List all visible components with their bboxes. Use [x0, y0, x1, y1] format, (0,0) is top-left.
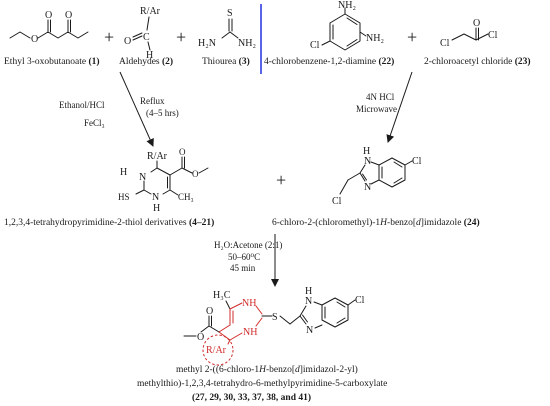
thiourea-nh2-right: NH₂ — [238, 38, 256, 49]
reaction-arrow-2 — [386, 71, 413, 143]
thiourea-sulfur: S — [227, 8, 233, 19]
step2-acid: 4N HCl — [366, 92, 395, 102]
ester-oxygen: O — [31, 34, 38, 45]
thiourea-structure: S H₂N NH₂ — [198, 8, 256, 49]
product-substituent: R/Ar — [206, 345, 227, 356]
product-bzi-n1: N — [305, 296, 312, 307]
plus-sign-3: + — [407, 27, 417, 47]
bzi-nh-h: H — [363, 146, 370, 157]
product-sulfur: S — [272, 312, 278, 323]
product-bzi-n3: N — [306, 325, 313, 336]
step2-energy: Microwave — [356, 104, 397, 114]
ethyl-acetoacetate-label: Ethyl 3-oxobutanoate (1) — [4, 56, 100, 67]
ester-carbonyl-oxygen: O — [45, 10, 52, 21]
thiol-ester-carbonyl-o: O — [179, 147, 186, 157]
benzimidazole-intermediate-structure: N H N Cl Cl — [332, 146, 422, 207]
ketone-oxygen: O — [65, 10, 72, 21]
chloroacetyl-oxygen: O — [473, 18, 480, 29]
product-nh-top: NH — [242, 298, 256, 309]
step3-solvent: H₂O:Acetone (2:1) — [214, 240, 282, 250]
aldehyde-carbon: C — [143, 32, 150, 43]
product-h3c: H₃C — [213, 290, 231, 301]
reaction-arrow-1 — [119, 71, 154, 147]
thiol-ch3: CH₃ — [178, 192, 194, 202]
diamine-nh2-right: NH₂ — [366, 33, 384, 44]
product-compound-numbers: (27, 29, 30, 33, 37, 38, and 41) — [192, 392, 311, 403]
step1-solvent: Ethanol/HCl — [59, 100, 105, 110]
plus-sign-4: + — [276, 170, 286, 190]
aldehyde-structure: R/Ar C O H — [124, 6, 161, 61]
step1-time: (4–5 hrs) — [146, 108, 179, 118]
product-name-line1: methyl 2-((6-chloro-1H-benzo[d]imidazol-… — [176, 364, 358, 375]
aldehyde-oxygen: O — [124, 36, 131, 47]
thiol-h1: H — [153, 203, 160, 214]
thiol-substituent: R/Ar — [147, 151, 168, 162]
product-bzi-h: H — [305, 286, 312, 297]
product-ester-o: O — [197, 332, 204, 343]
bzi-chloro: Cl — [412, 156, 422, 167]
product-chloro: Cl — [355, 295, 365, 306]
bzi-n3: N — [364, 182, 371, 193]
step3-time: 45 min — [230, 263, 256, 273]
chloroacetyl-cl-right: Cl — [488, 30, 498, 41]
product-nh-bottom: NH — [243, 327, 257, 338]
chloroacetyl-structure: Cl O Cl — [440, 18, 498, 49]
substituent-highlight — [202, 334, 234, 366]
step3-temp: 50–60⁰C — [228, 252, 260, 262]
thiol-n1: N — [152, 192, 159, 203]
ethyl-acetoacetate-structure: O O O — [9, 10, 89, 45]
aldehyde-label: Aldehydes (2) — [119, 56, 173, 67]
step1-heat: Reflux — [140, 96, 165, 106]
bzi-chloromethyl-cl: Cl — [332, 196, 342, 207]
aldehyde-hydrogen: H — [146, 50, 153, 61]
plus-sign-1: + — [104, 27, 114, 47]
thiol-intermediate-label: 1,2,3,4-tetrahydropyrimidine-2-thiol der… — [4, 217, 214, 228]
diamine-chlorine: Cl — [310, 40, 320, 51]
diamine-label: 4-chlorobenzene-1,2-diamine (22) — [264, 56, 394, 67]
chloroacetyl-cl-left: Cl — [440, 38, 450, 49]
diamine-nh2-top: NH₂ — [338, 0, 356, 11]
bzi-nh-n: N — [364, 156, 371, 167]
product-structure: H₃C NH NH S N H N Cl O — [183, 286, 365, 366]
thiol-n3: N — [139, 172, 146, 183]
step1-catalyst: FeCl₃ — [84, 118, 105, 128]
thiourea-nh2-left: H₂N — [198, 38, 216, 49]
plus-sign-2: + — [176, 27, 186, 47]
aldehyde-substituent: R/Ar — [140, 6, 161, 17]
product-ester-carbonyl-o: O — [206, 306, 213, 317]
thiol-intermediate-structure: R/Ar N H N H HS CH₃ O O — [118, 147, 209, 214]
diamine-structure: NH₂ NH₂ Cl — [310, 0, 384, 51]
thiol-ester-o: O — [192, 169, 199, 179]
chloroacetyl-label: 2-chloroacetyl chloride (23) — [424, 56, 531, 67]
thiourea-label: Thiourea (3) — [202, 56, 250, 67]
benzimidazole-intermediate-label: 6-chloro-2-(chloromethyl)-1H-benzo[d]imi… — [272, 217, 480, 228]
product-name-line2: methylthio)-1,2,3,4-tetrahydro-6-methylp… — [137, 378, 387, 389]
thiol-h3: H — [120, 167, 127, 178]
thiol-hs: HS — [118, 192, 130, 202]
